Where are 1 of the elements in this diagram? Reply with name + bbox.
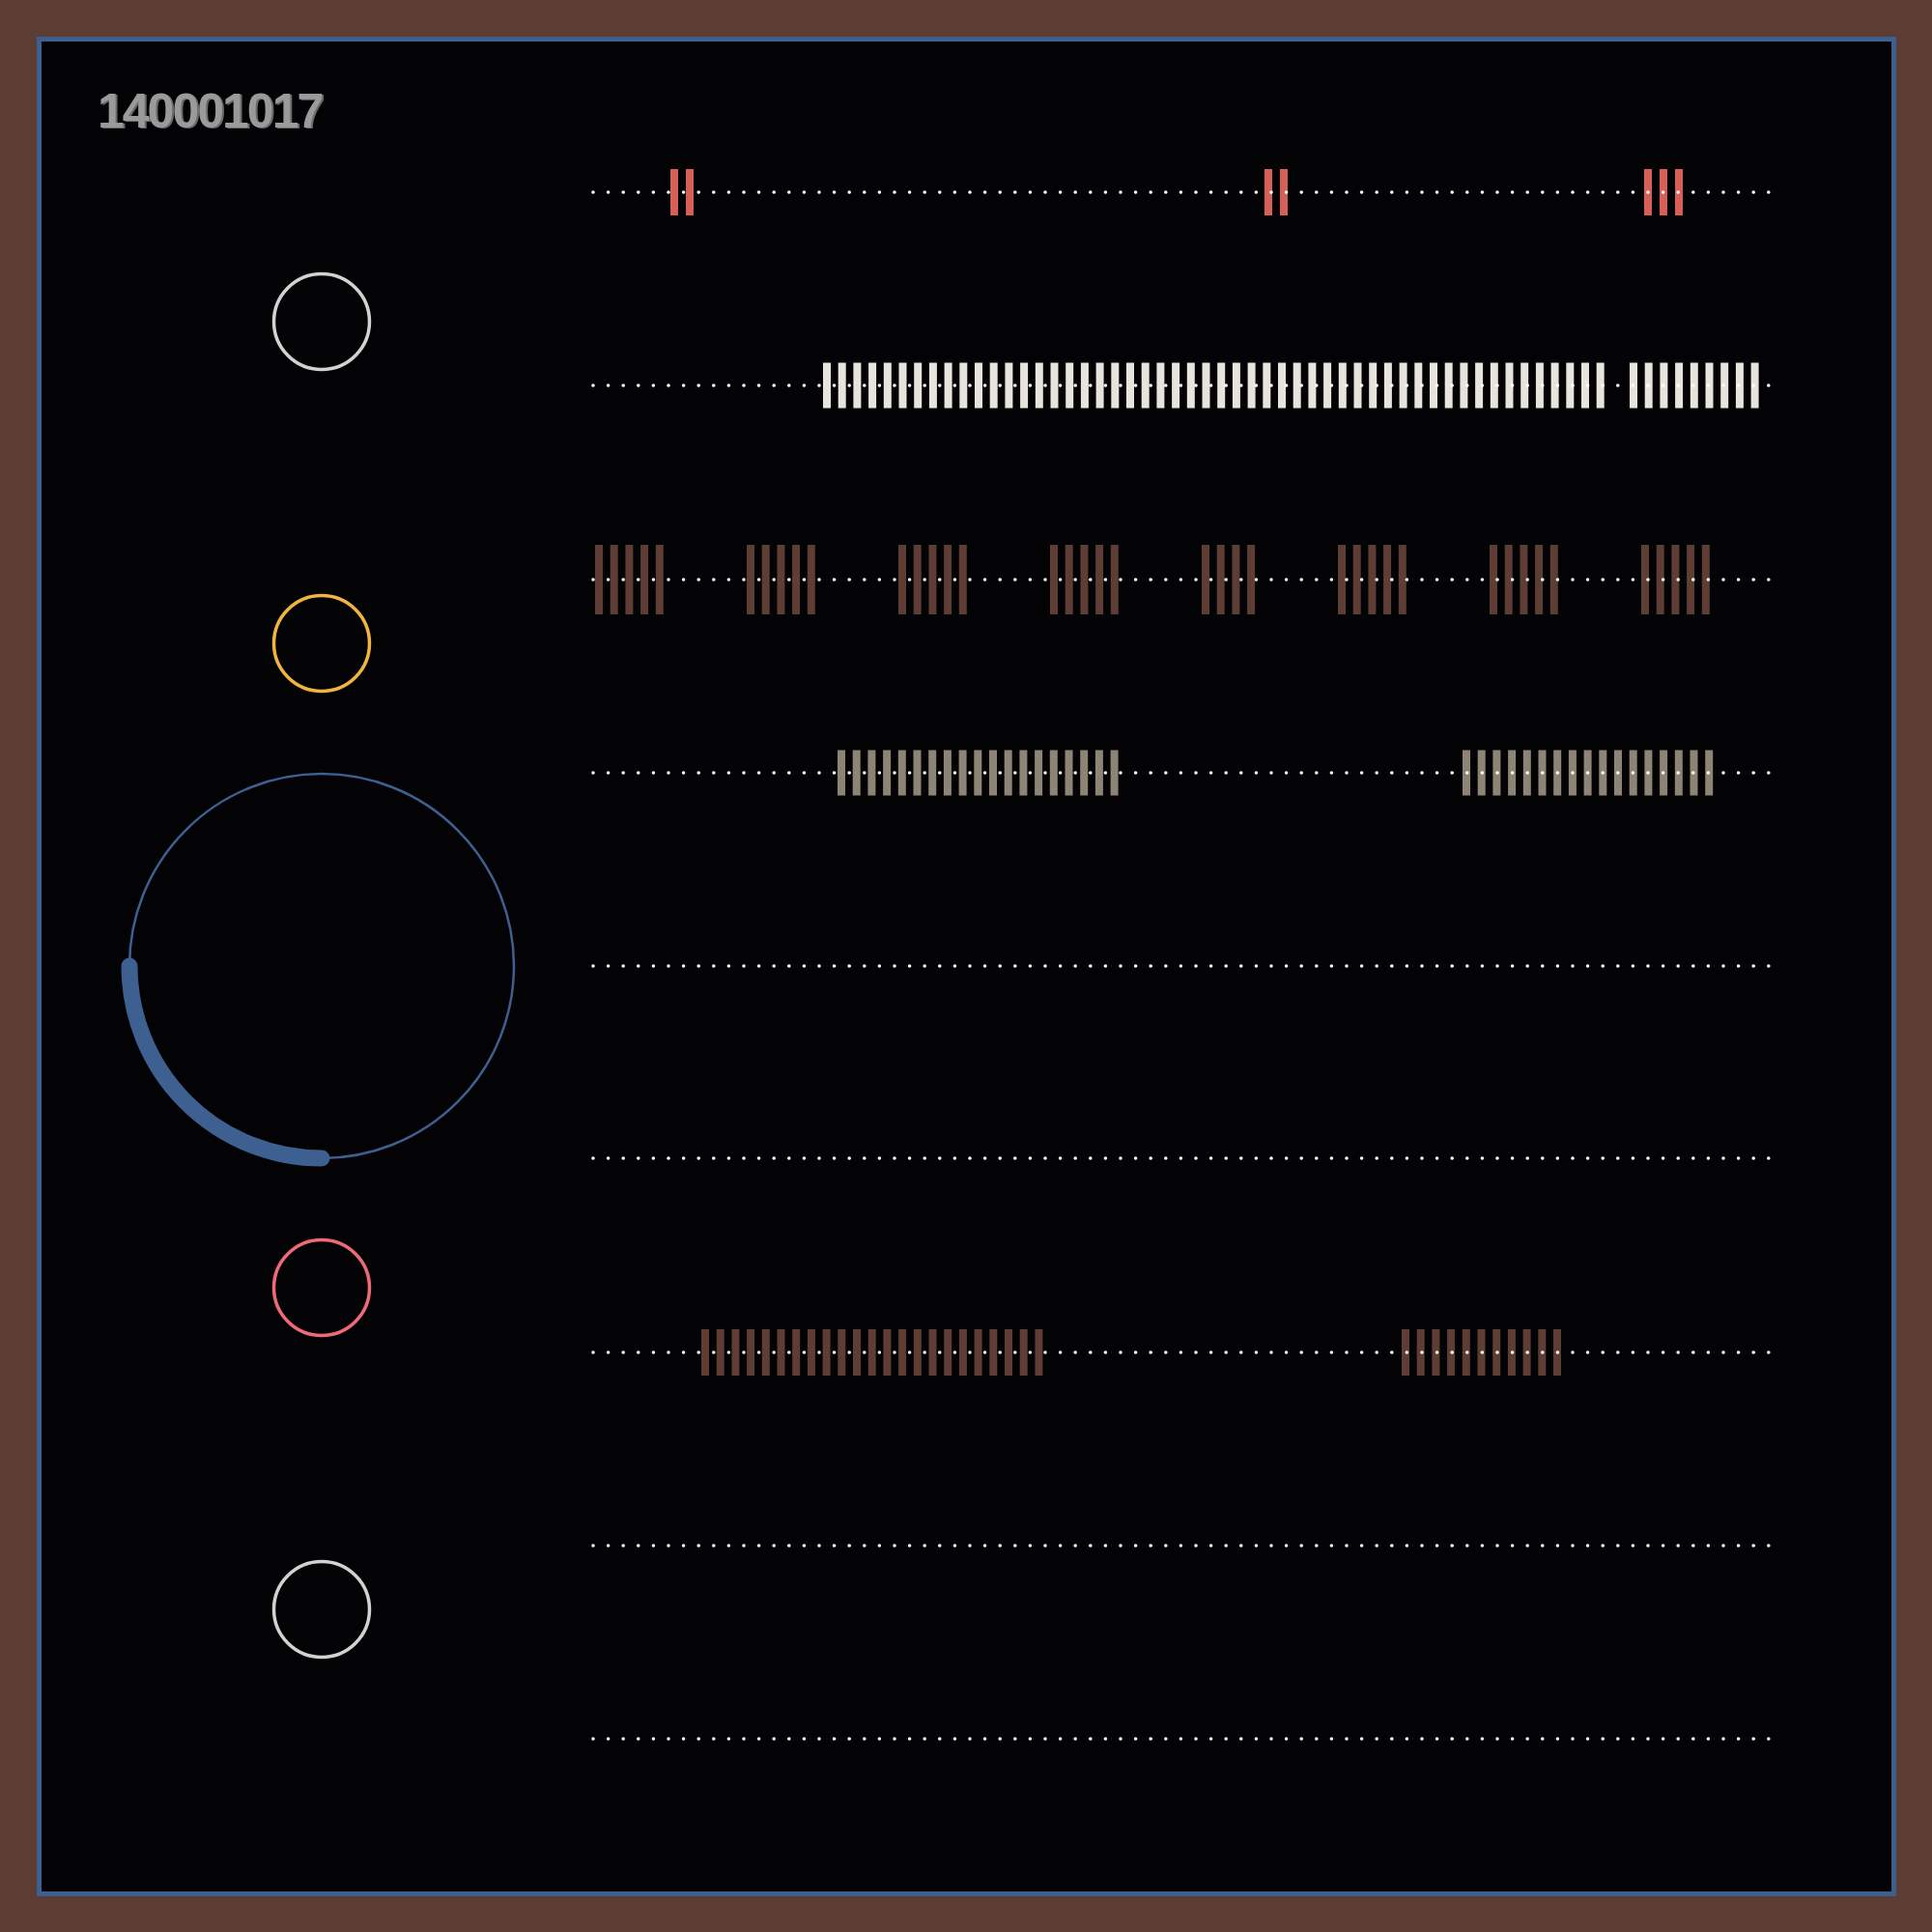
title: 140001017 [98,83,323,139]
